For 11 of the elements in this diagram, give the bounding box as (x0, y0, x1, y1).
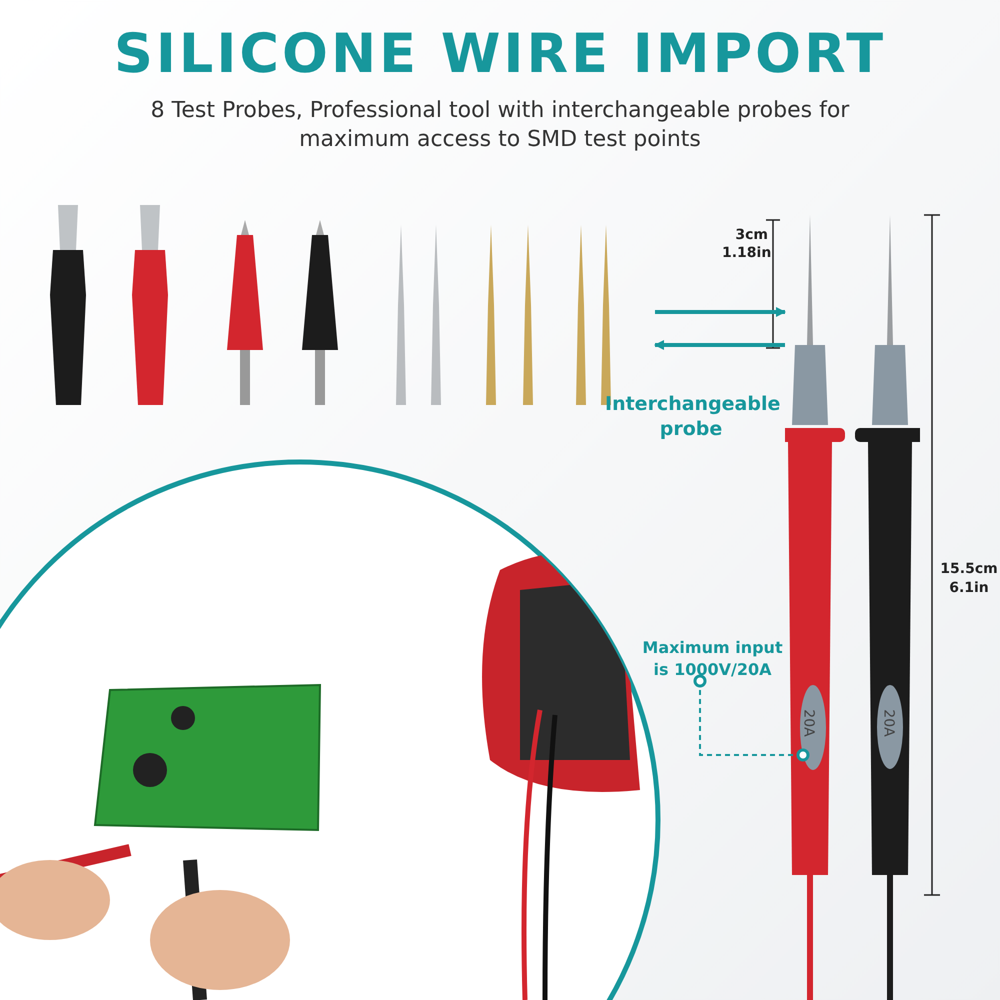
dimension-label: 15.5cm 6.1in (940, 560, 998, 598)
grip-marking: 20A (800, 709, 817, 737)
arrow (654, 340, 785, 350)
callout-text: Maximum input is 1000V/20A (640, 637, 785, 681)
arrow (655, 307, 786, 317)
leader-line (694, 674, 810, 762)
title: SILICONE WIRE IMPORT (112, 22, 888, 85)
dimension-label: 3cm 1.18in (722, 226, 768, 262)
caption-text: Interchangeable probe (605, 392, 777, 442)
subtitle: 8 Test Probes, Professional tool with interchangeable probes for maximum access to SMD test points (150, 97, 850, 154)
grip-marking: 20A (880, 709, 897, 737)
